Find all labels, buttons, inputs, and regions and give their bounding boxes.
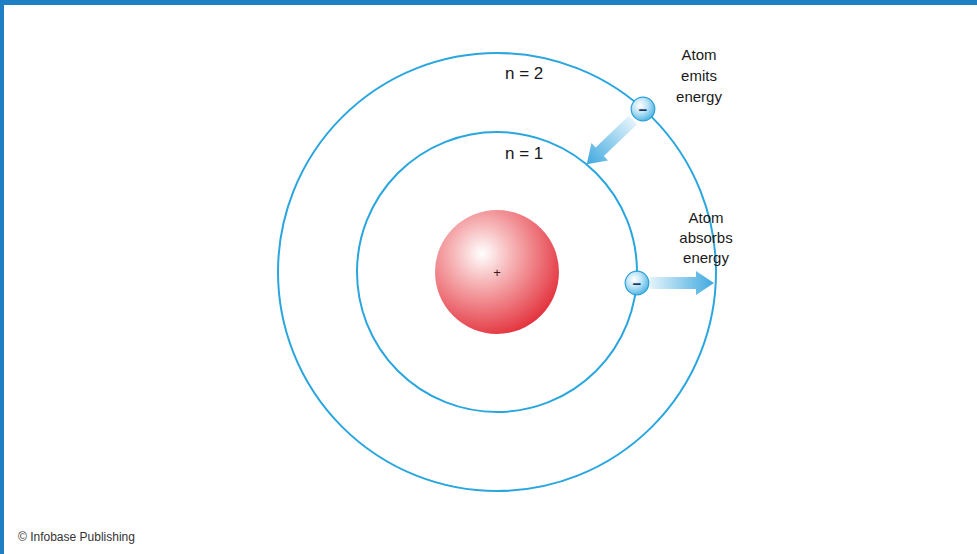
charge-sign: − (630, 96, 656, 122)
process-note: Atom emits energy (664, 44, 734, 107)
electron-circle: − (630, 96, 656, 122)
electron-circle: − (624, 270, 650, 296)
process-note: Atom absorbs energy (668, 208, 744, 268)
orbit-ring (357, 132, 637, 412)
nucleus-circle: + (434, 209, 560, 335)
copyright-note: © Infobase Publishing (18, 530, 135, 544)
orbit-ring (278, 53, 716, 491)
charge-sign: + (434, 209, 560, 335)
emit-arrow (578, 111, 641, 173)
charge-sign: − (624, 270, 650, 296)
frame-bar (0, 0, 977, 5)
orbit-label: n = 2 (505, 64, 543, 84)
frame-bar (0, 0, 4, 554)
absorb-arrow (650, 271, 714, 295)
orbit-label: n = 1 (505, 144, 543, 164)
